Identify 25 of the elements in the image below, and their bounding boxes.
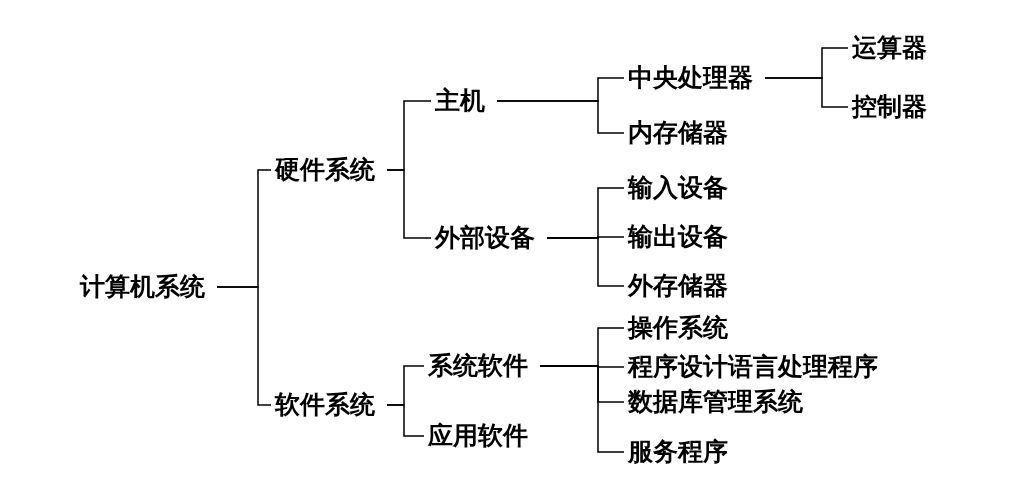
tree-label: 操作系统 bbox=[628, 312, 728, 344]
connector-line bbox=[216, 286, 272, 406]
tree-label: 服务程序 bbox=[628, 436, 728, 468]
tree-label: 中央处理器 bbox=[628, 62, 753, 94]
tree-label: 输入设备 bbox=[628, 172, 728, 204]
tree-label: 系统软件 bbox=[428, 350, 528, 382]
connector-line bbox=[764, 77, 849, 108]
connector-line bbox=[546, 237, 625, 287]
tree-label: 输出设备 bbox=[628, 221, 728, 253]
tree-label: 程序设计语言处理程序 bbox=[628, 351, 878, 383]
tree-label: 软件系统 bbox=[275, 389, 375, 421]
tree-label: 应用软件 bbox=[428, 420, 528, 452]
tree-label: 计算机系统 bbox=[80, 271, 205, 303]
tree-label: 外部设备 bbox=[435, 222, 535, 254]
tree-label: 外存储器 bbox=[628, 270, 728, 302]
connector-line bbox=[386, 404, 425, 437]
connector-line bbox=[496, 100, 625, 134]
tree-label: 硬件系统 bbox=[275, 154, 375, 186]
tree-label: 控制器 bbox=[852, 91, 927, 123]
tree-label: 运算器 bbox=[852, 32, 927, 64]
connector-line bbox=[386, 169, 432, 239]
tree-label: 内存储器 bbox=[628, 117, 728, 149]
connector-line bbox=[539, 365, 625, 453]
tree-label: 主机 bbox=[435, 85, 485, 117]
tree-label: 数据库管理系统 bbox=[628, 386, 803, 418]
